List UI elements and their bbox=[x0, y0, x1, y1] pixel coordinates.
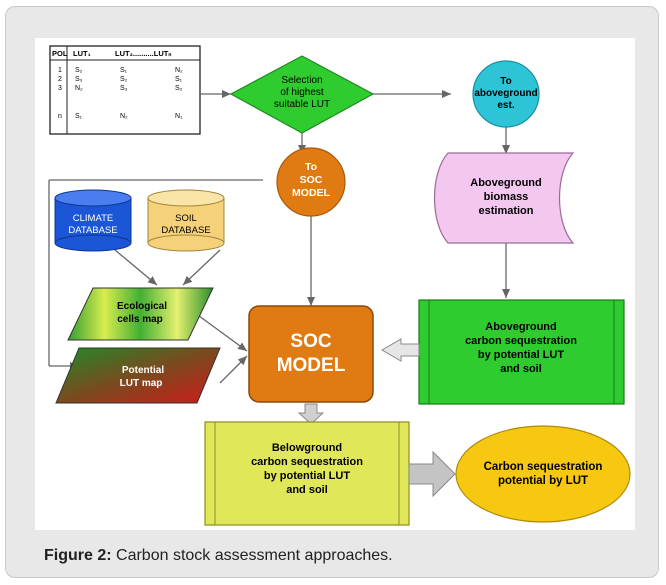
arrow-belowground-to-potential bbox=[408, 450, 456, 498]
table-cell: S₁ bbox=[120, 67, 128, 74]
arrow-soil-to-eco bbox=[182, 249, 221, 286]
soil-database-cylinder: SOIL DATABASE bbox=[147, 189, 225, 252]
caption-label: Figure 2: bbox=[44, 547, 112, 564]
arrow-seq-to-soc bbox=[381, 338, 420, 362]
to-soc-line2: SOC bbox=[300, 174, 323, 186]
selection-line2: of highest bbox=[280, 87, 324, 98]
arrow-lut-to-soc bbox=[219, 355, 248, 384]
climate-line2: DATABASE bbox=[68, 225, 117, 236]
table-cell: S₂ bbox=[75, 67, 83, 74]
arrow-soc-to-belowground bbox=[297, 403, 325, 425]
below-seq-line4: and soil bbox=[286, 484, 328, 496]
to-soc-model-circle: To SOC MODEL bbox=[276, 147, 346, 217]
table-cell: n bbox=[58, 113, 62, 120]
to-soc-line1: To bbox=[305, 161, 317, 173]
below-seq-line2: carbon sequestration bbox=[251, 456, 363, 468]
soil-line2: DATABASE bbox=[161, 225, 210, 236]
aboveground-biomass-shape: Aboveground biomass estimation bbox=[434, 152, 575, 244]
lut-map-line2: LUT map bbox=[120, 378, 163, 389]
climate-database-cylinder: CLIMATE DATABASE bbox=[54, 189, 132, 252]
table-header-lutn: LUT₂..........LUTₙ bbox=[115, 49, 171, 58]
soc-model-line1: SOC bbox=[290, 331, 331, 352]
table-cell: S₂ bbox=[175, 85, 183, 92]
arrow-climate-to-eco bbox=[114, 249, 158, 286]
to-aboveground-line1: To bbox=[500, 76, 511, 87]
caption-text: Carbon stock assessment approaches. bbox=[116, 547, 393, 564]
above-seq-line2: carbon sequestration bbox=[465, 335, 577, 347]
table-cell: 3 bbox=[58, 85, 62, 92]
biomass-line3: estimation bbox=[478, 205, 533, 217]
eco-line1: Ecological bbox=[117, 301, 167, 312]
table-cell: S₁ bbox=[75, 113, 83, 120]
aboveground-sequestration-box: Aboveground carbon sequestration by pote… bbox=[418, 299, 625, 405]
to-aboveground-line2: aboveground bbox=[474, 88, 537, 99]
to-soc-line3: MODEL bbox=[292, 187, 331, 199]
table-header-pol: POL bbox=[52, 49, 68, 58]
flowchart: POL LUT₁ LUT₂..........LUTₙ 1 S₂ S₁ N₂ 2… bbox=[48, 45, 631, 526]
table-cell: N₂ bbox=[75, 85, 83, 92]
soil-line1: SOIL bbox=[175, 213, 197, 224]
below-seq-line1: Belowground bbox=[272, 442, 342, 454]
selection-diamond: Selection of highest suitable LUT bbox=[229, 55, 375, 134]
soc-model-box: SOC MODEL bbox=[248, 305, 374, 403]
arrow-eco-to-soc bbox=[194, 312, 248, 352]
to-aboveground-line3: est. bbox=[497, 100, 514, 111]
lut-table: POL LUT₁ LUT₂..........LUTₙ 1 S₂ S₁ N₂ 2… bbox=[49, 45, 201, 135]
table-border bbox=[49, 45, 201, 135]
table-cell: 1 bbox=[58, 67, 62, 74]
table-cell: N₁ bbox=[175, 113, 183, 120]
potential-lut-map: Potential LUT map bbox=[55, 347, 221, 404]
belowground-sequestration-box: Belowground carbon sequestration by pote… bbox=[204, 421, 410, 526]
table-cell: S₁ bbox=[175, 76, 183, 83]
table-header-lut1: LUT₁ bbox=[73, 49, 91, 58]
selection-line1: Selection bbox=[281, 75, 322, 86]
below-seq-line3: by potential LUT bbox=[264, 470, 350, 482]
table-cell: N₂ bbox=[175, 67, 183, 74]
climate-line1: CLIMATE bbox=[73, 213, 113, 224]
selection-line3: suitable LUT bbox=[274, 99, 330, 110]
ecological-cells-map: Ecological cells map bbox=[67, 287, 214, 341]
carbon-potential-ellipse: Carbon sequestration potential by LUT bbox=[455, 425, 631, 523]
table-cell: 2 bbox=[58, 76, 62, 83]
above-seq-line1: Aboveground bbox=[485, 321, 557, 333]
soc-model-line2: MODEL bbox=[277, 355, 346, 376]
eco-line2: cells map bbox=[117, 314, 163, 325]
table-cell: N₂ bbox=[120, 113, 128, 120]
diagram-panel: POL LUT₁ LUT₂..........LUTₙ 1 S₂ S₁ N₂ 2… bbox=[35, 38, 635, 530]
biomass-line1: Aboveground bbox=[470, 177, 542, 189]
to-aboveground-circle: To aboveground est. bbox=[472, 60, 540, 128]
table-cell: S₃ bbox=[75, 76, 83, 83]
above-seq-line4: and soil bbox=[500, 363, 542, 375]
biomass-line2: biomass bbox=[484, 191, 529, 203]
lut-map-line1: Potential bbox=[122, 365, 164, 376]
figure-caption: Figure 2: Carbon stock assessment approa… bbox=[44, 547, 393, 565]
potential-line2: potential by LUT bbox=[498, 475, 588, 487]
above-seq-line3: by potential LUT bbox=[478, 349, 564, 361]
table-cell: S₂ bbox=[120, 76, 128, 83]
potential-line1: Carbon sequestration bbox=[484, 461, 603, 473]
table-cell: S₃ bbox=[120, 85, 128, 92]
